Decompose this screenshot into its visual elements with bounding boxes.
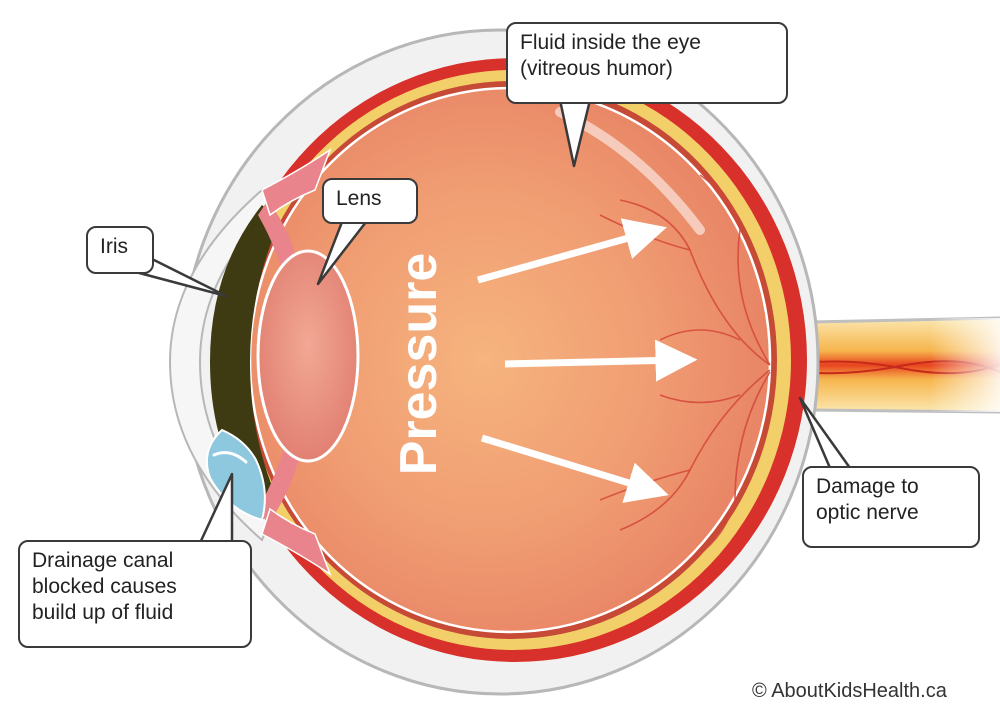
pressure-arrows <box>477 218 698 503</box>
callout-iris-text: Iris <box>100 235 128 258</box>
lens <box>256 249 360 463</box>
callout-damage-line-1: Damage to <box>816 475 919 498</box>
callout-vitreous-line-1: Fluid inside the eye <box>520 31 701 54</box>
callout-vitreous-line-2: (vitreous humor) <box>520 57 673 80</box>
callout-drainage-line-1: Drainage canal <box>32 549 174 572</box>
pressure-arrow-upper <box>477 218 667 284</box>
callout-drainage-line-2: blocked causes <box>32 575 177 598</box>
callout-damage-line-2: optic nerve <box>816 501 919 524</box>
callout-lens-text: Lens <box>336 187 382 210</box>
callout-drainage-canal: Drainage canal blocked causes build up o… <box>18 540 252 648</box>
optic-nerve <box>759 316 1000 414</box>
copyright-notice: © AboutKidsHealth.ca <box>752 680 947 702</box>
front-of-eye <box>168 148 332 576</box>
callout-lens: Lens <box>322 178 418 224</box>
callout-optic-nerve-damage: Damage to optic nerve <box>802 466 980 548</box>
callout-vitreous-humor: Fluid inside the eye (vitreous humor) <box>506 22 788 104</box>
pressure-arrow-middle <box>504 339 698 382</box>
callout-drainage-line-3: build up of fluid <box>32 601 174 624</box>
pressure-arrow-lower <box>480 434 669 503</box>
callout-iris: Iris <box>86 226 154 274</box>
pressure-label: Pressure <box>390 253 448 476</box>
retinal-vessels <box>599 174 771 561</box>
